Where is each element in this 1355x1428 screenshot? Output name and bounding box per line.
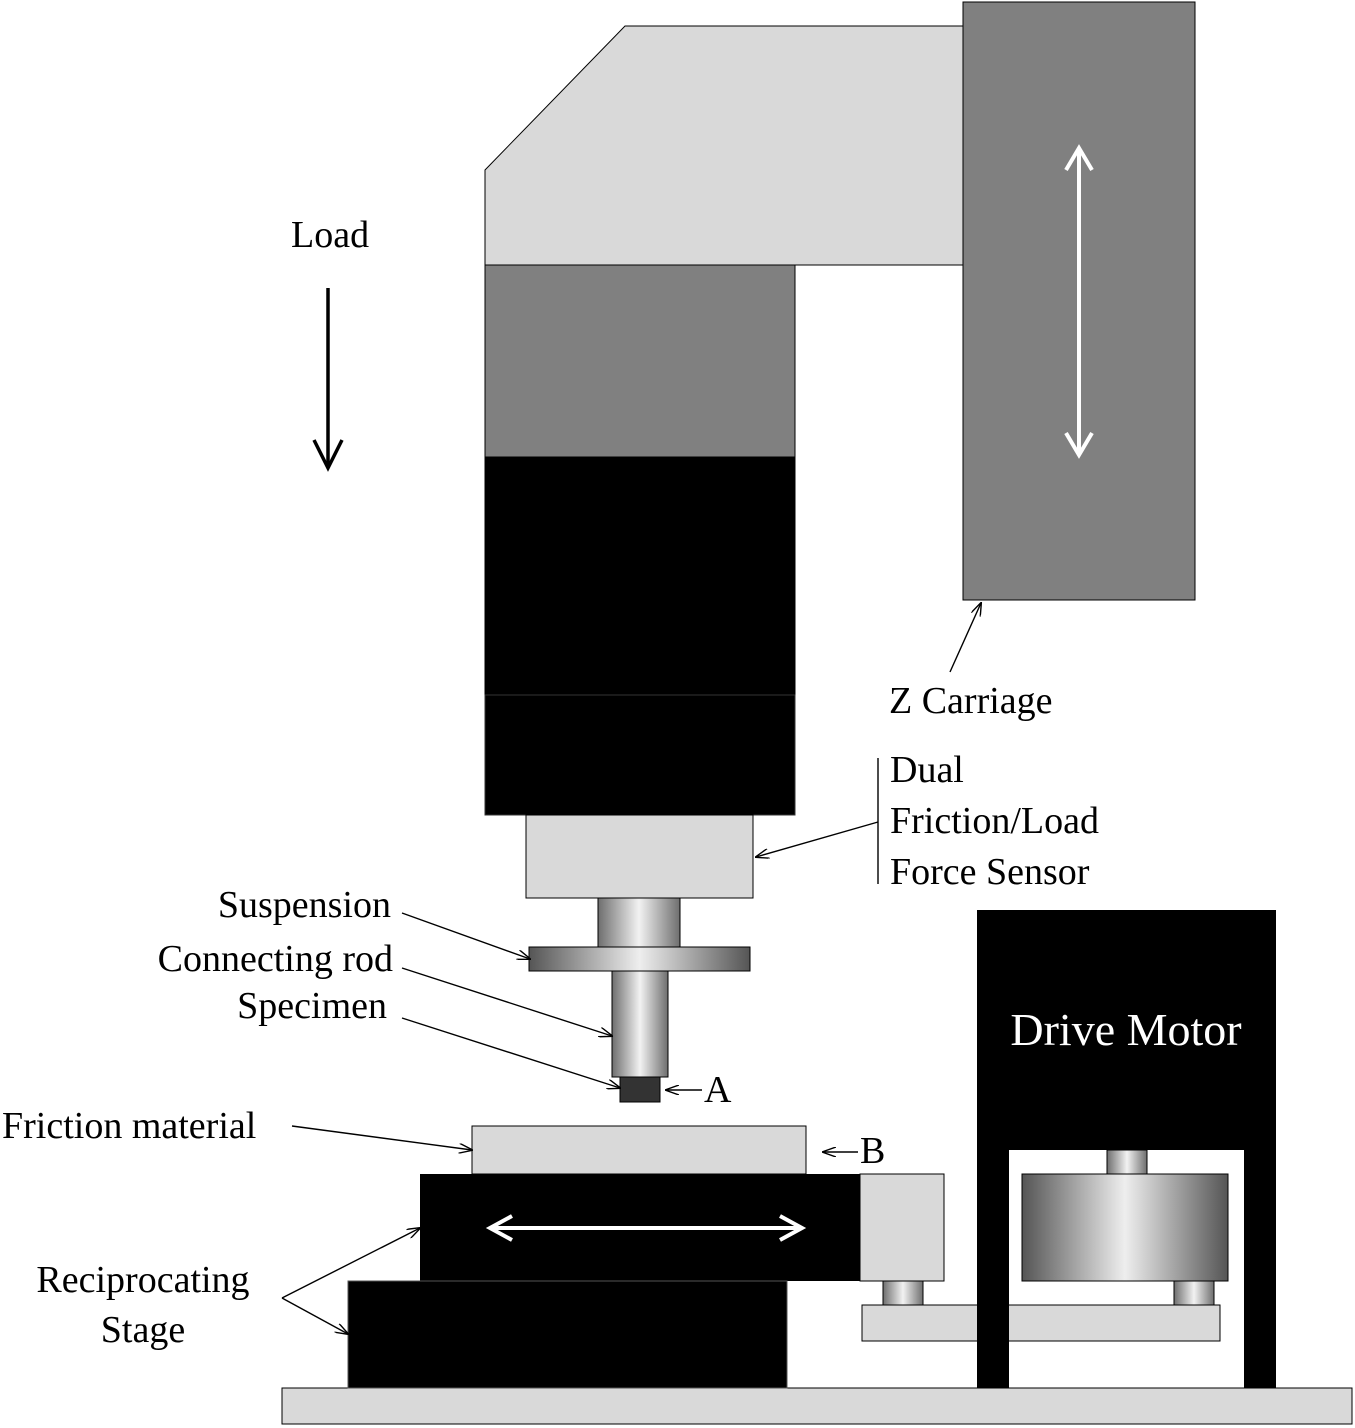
sensor-label-line2: Friction/Load xyxy=(890,800,1099,842)
stage-leader-upper xyxy=(281,1228,420,1299)
suspension-leader xyxy=(401,912,530,959)
base-plate xyxy=(281,1387,1353,1425)
connecting-rod xyxy=(611,970,669,1078)
z-carriage-leader xyxy=(949,603,981,673)
reciprocating-label-line2: Stage xyxy=(101,1309,185,1351)
double-arrow-horizontal-icon xyxy=(485,1214,807,1242)
mount-post-right xyxy=(1173,1280,1215,1306)
double-arrow-vertical-icon xyxy=(1064,144,1094,459)
mount-post-left xyxy=(882,1280,924,1306)
coupling-block xyxy=(859,1173,945,1282)
suspension-disc xyxy=(528,946,751,972)
z-carriage-label: Z Carriage xyxy=(889,680,1053,722)
point-b-label: B xyxy=(860,1130,885,1172)
actuator-block-black-lower xyxy=(484,694,796,816)
reciprocating-stage-lower xyxy=(347,1280,788,1389)
arrow-down-icon xyxy=(312,288,344,472)
connecting-rod-label: Connecting rod xyxy=(158,938,393,980)
specimen-label: Specimen xyxy=(237,985,387,1027)
actuator-block-black-upper xyxy=(484,456,796,696)
suspension-label: Suspension xyxy=(218,884,391,926)
motor-shaft xyxy=(1106,1149,1148,1175)
friction-material-label: Friction material xyxy=(2,1105,256,1147)
suspension xyxy=(597,897,681,948)
motor-drum xyxy=(1021,1173,1229,1282)
upper-arm xyxy=(484,25,964,266)
sensor-label-line1: Dual xyxy=(890,749,964,791)
load-label: Load xyxy=(291,214,369,256)
connecting-rod-leader xyxy=(401,967,612,1036)
motor-mount-plate xyxy=(861,1304,1221,1342)
specimen xyxy=(619,1076,661,1103)
friction-material-leader xyxy=(291,1125,472,1150)
friction-material xyxy=(471,1125,807,1175)
force-sensor xyxy=(525,814,754,899)
specimen-leader xyxy=(401,1017,620,1088)
drive-motor-frame xyxy=(977,910,1276,1388)
sensor-leader xyxy=(756,821,879,857)
drive-motor-label: Drive Motor xyxy=(1010,1004,1241,1055)
reciprocating-label-line1: Reciprocating xyxy=(36,1259,249,1301)
stage-leader-lower xyxy=(281,1297,348,1334)
sensor-label-line3: Force Sensor xyxy=(890,851,1090,893)
point-a-label: A xyxy=(704,1069,732,1111)
actuator-block-gray xyxy=(484,264,796,458)
